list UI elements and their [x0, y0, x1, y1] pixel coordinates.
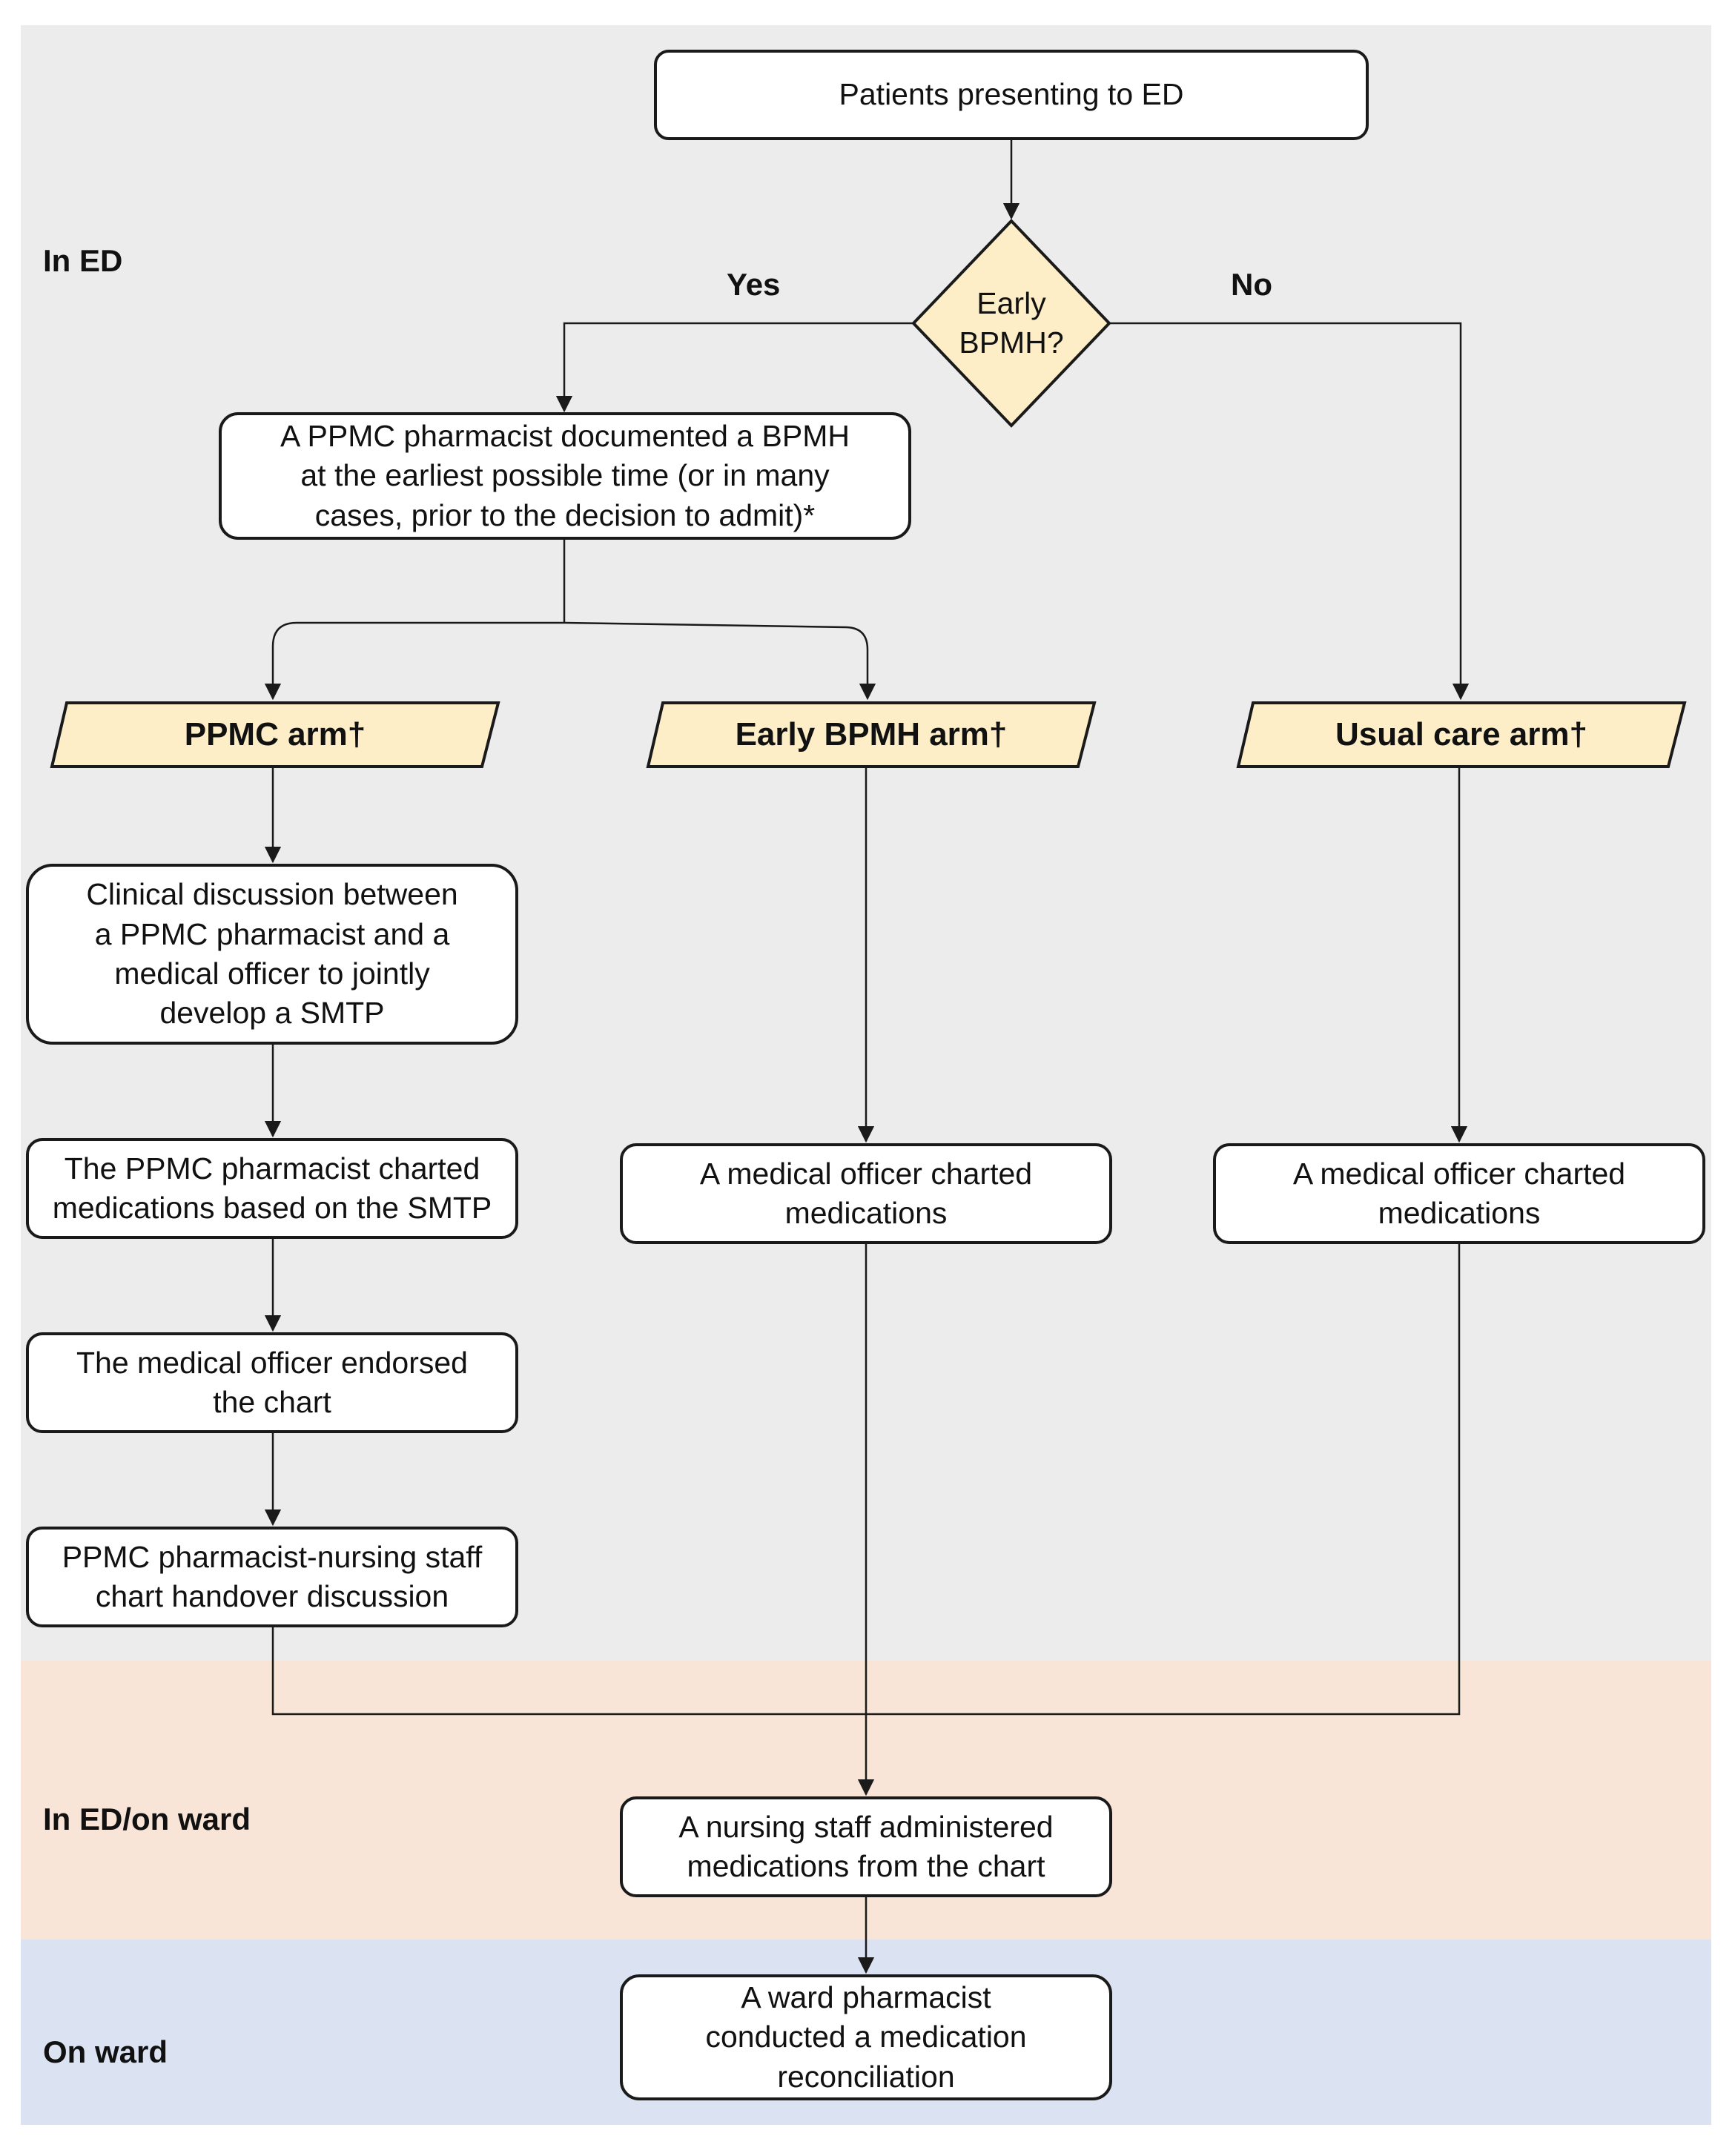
arm-early-shape — [646, 701, 1097, 768]
nursing-admin-label: A nursing staff administered medications… — [678, 1809, 1054, 1883]
mo-charted-early-label: A medical officer charted medications — [699, 1156, 1033, 1230]
connector-yes-to-bpmh — [555, 322, 913, 413]
ppmc-charted-label: The PPMC pharmacist charted medications … — [52, 1151, 492, 1225]
endorsed-label: The medical officer endorsed the chart — [76, 1345, 468, 1419]
arm-early-label: Early BPMH arm† — [735, 716, 1008, 753]
arm-usual-label: Usual care arm† — [1335, 716, 1587, 753]
start-label: Patients presenting to ED — [839, 77, 1184, 112]
connector-no-to-usual — [1109, 322, 1470, 701]
zone-label-in-ed-ward: In ED/on ward — [43, 1802, 251, 1836]
decision-label: Early BPMH? — [959, 285, 1064, 360]
ward-pharmacist-label: A ward pharmacist conducted a medication… — [705, 1980, 1027, 2094]
connector-usual-merge — [866, 1243, 1461, 1716]
ward-pharmacist-box — [620, 1974, 1112, 2100]
arm-usual-shape — [1236, 701, 1687, 768]
zone-label-in-ed: In ED — [43, 243, 123, 278]
arm-ppmc-shape — [50, 701, 500, 768]
connector-split-to-early — [564, 621, 876, 701]
zone-label-on-ward: On ward — [43, 2034, 168, 2069]
decision-diamond — [911, 219, 1111, 428]
connector-split-to-ppmc — [264, 621, 564, 701]
arm-ppmc-label: PPMC arm† — [184, 716, 366, 753]
connector-handover-merge — [271, 1626, 866, 1716]
bpmh-doc-label: A PPMC pharmacist documented a BPMH at t… — [280, 419, 850, 532]
branch-label-no: No — [1231, 267, 1272, 302]
handover-label: PPMC pharmacist-nursing staff chart hand… — [62, 1539, 483, 1613]
clinical-discussion-label: Clinical discussion between a PPMC pharm… — [86, 877, 458, 1031]
mo-charted-usual-label: A medical officer charted medications — [1292, 1156, 1626, 1230]
branch-label-yes: Yes — [727, 267, 781, 302]
